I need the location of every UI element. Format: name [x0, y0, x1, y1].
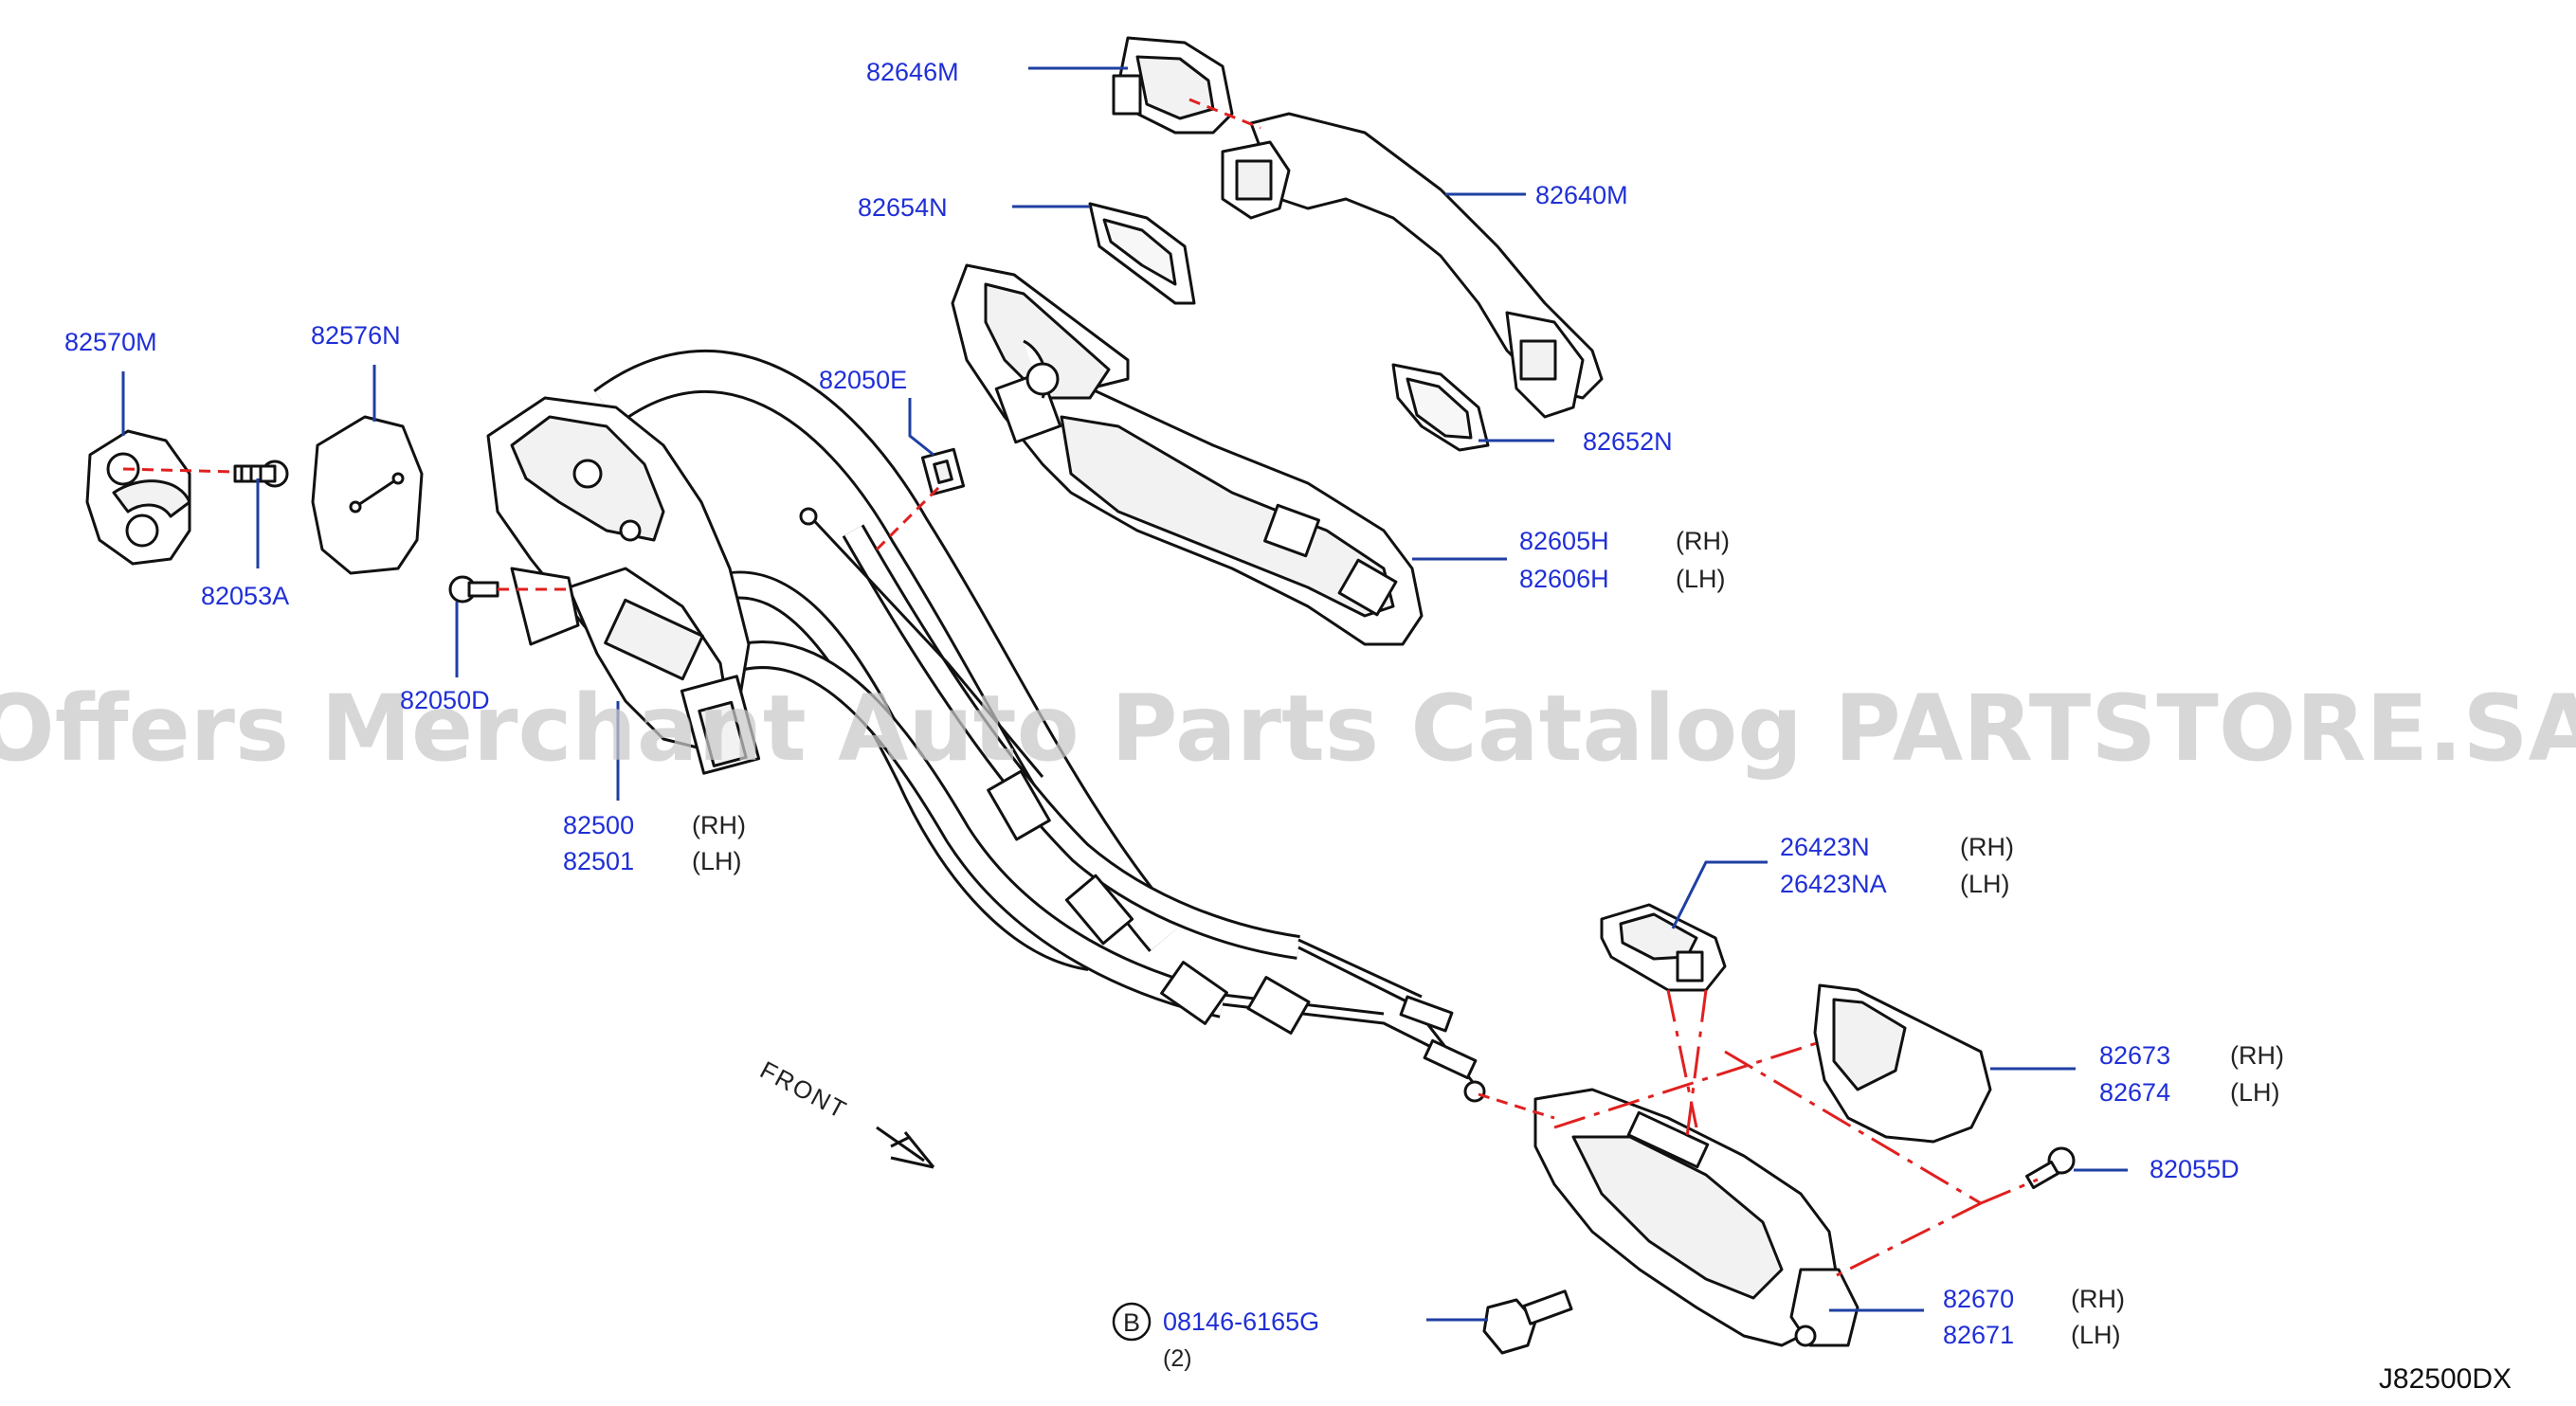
- watermark-text: Offers Merchant Auto Parts Catalog PARTS…: [0, 676, 2576, 782]
- handle-gasket-rear: [1391, 363, 1490, 452]
- leader-lines: [121, 66, 2128, 1322]
- part-label-82500[interactable]: 82500: [563, 811, 634, 839]
- part-label-26423na[interactable]: 26423NA: [1780, 870, 1887, 898]
- bolt-marker-letter: B: [1123, 1308, 1140, 1337]
- quantity-label-08146: (2): [1163, 1345, 1192, 1372]
- part-label-82605h[interactable]: 82605H: [1519, 527, 1609, 555]
- part-label-82053a[interactable]: 82053A: [201, 582, 289, 610]
- front-direction-arrow: [876, 1126, 935, 1169]
- side-label-82671: (LH): [2071, 1321, 2121, 1349]
- striker-shim: [311, 415, 424, 575]
- part-label-82050d[interactable]: 82050D: [400, 686, 490, 714]
- striker-screw: [233, 460, 289, 488]
- side-label-82501: (LH): [692, 847, 742, 875]
- handle-gasket-front: [1088, 202, 1196, 305]
- side-label-82500: (RH): [692, 811, 746, 839]
- part-label-82654n[interactable]: 82654N: [858, 193, 948, 222]
- side-label-82673: (RH): [2230, 1041, 2284, 1070]
- side-label-82674: (LH): [2230, 1078, 2280, 1107]
- side-label-82605h: (RH): [1676, 527, 1730, 555]
- side-label-26423n: (RH): [1960, 833, 2014, 861]
- part-label-82570m[interactable]: 82570M: [64, 328, 157, 356]
- handle-escutcheon-cap: [1112, 36, 1234, 135]
- part-label-82646m[interactable]: 82646M: [866, 58, 959, 86]
- mounting-bolt-08146: [1482, 1289, 1573, 1355]
- part-label-82501[interactable]: 82501: [563, 847, 634, 875]
- assembly-guide-lines: [122, 98, 2039, 1281]
- part-label-82673[interactable]: 82673: [2099, 1041, 2170, 1070]
- part-label-82640m[interactable]: 82640M: [1535, 181, 1628, 209]
- outside-handle-bracket: [951, 263, 1424, 646]
- inside-handle-escutcheon: [1813, 983, 1992, 1144]
- door-striker: [85, 429, 191, 566]
- part-label-82652n[interactable]: 82652N: [1583, 427, 1673, 456]
- outside-door-handle: [1221, 112, 1604, 419]
- part-label-82670[interactable]: 82670: [1943, 1285, 2014, 1313]
- part-label-82050e[interactable]: 82050E: [819, 366, 907, 394]
- part-label-82674[interactable]: 82674: [2099, 1078, 2170, 1107]
- side-label-82670: (RH): [2071, 1285, 2125, 1313]
- actuator-screw-82050d: [448, 575, 499, 604]
- part-label-82606h[interactable]: 82606H: [1519, 565, 1609, 593]
- door-switch: [1600, 903, 1727, 992]
- part-label-82671[interactable]: 82671: [1943, 1321, 2014, 1349]
- lock-cable-assembly: [593, 350, 1486, 1103]
- rod-clip-82050e: [920, 447, 966, 496]
- door-lock-actuator: [486, 396, 761, 775]
- side-label-82606h: (LH): [1676, 565, 1726, 593]
- drawing-code: J82500DX: [2379, 1363, 2512, 1395]
- part-label-82055d[interactable]: 82055D: [2150, 1155, 2240, 1183]
- part-label-08146-6165g[interactable]: 08146-6165G: [1163, 1307, 1319, 1336]
- part-label-82576n[interactable]: 82576N: [311, 321, 401, 350]
- side-label-26423na: (LH): [1960, 870, 2010, 898]
- bolt-marker-circle: [1112, 1302, 1152, 1342]
- part-label-26423n[interactable]: 26423N: [1780, 833, 1870, 861]
- front-label: FRONT: [755, 1055, 852, 1125]
- inside-door-handle: [1533, 1088, 1859, 1347]
